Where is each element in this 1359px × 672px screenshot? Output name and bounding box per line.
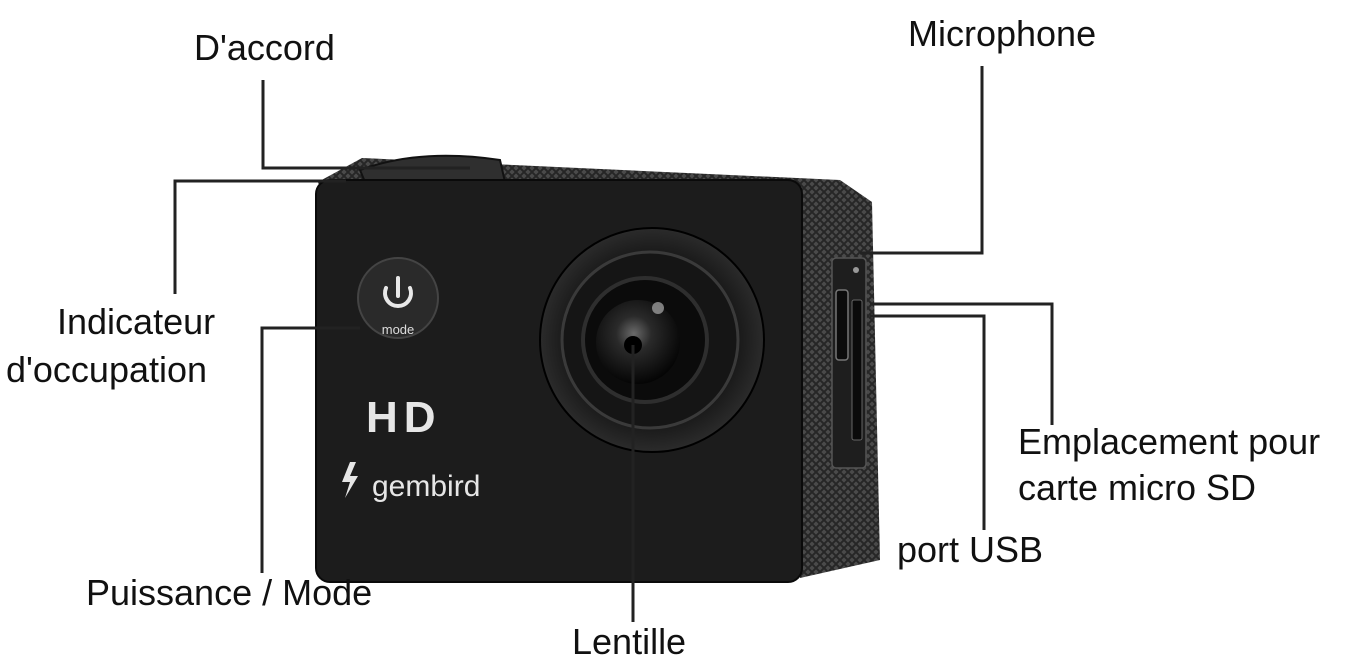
- hd-text: HD: [366, 393, 442, 442]
- label-usb-port: port USB: [897, 529, 1044, 570]
- gembird-bolt-icon: [342, 462, 358, 498]
- label-sd-slot-line2: carte micro SD: [1018, 467, 1257, 508]
- label-lens: Lentille: [572, 621, 687, 662]
- leader-line-sd-slot: [870, 302, 1054, 425]
- leader-line-usb: [870, 314, 986, 530]
- label-ok-button: D'accord: [194, 27, 335, 68]
- label-power-mode: Puissance / Mode: [86, 572, 373, 613]
- label-busy-indicator-line2: d'occupation: [6, 349, 208, 390]
- usb-port: [835, 289, 849, 361]
- leader-line-microphone: [860, 66, 984, 255]
- mode-button-text: mode: [382, 322, 415, 337]
- leader-line-busy-indicator: [173, 179, 346, 294]
- leader-line-ok-button: [261, 80, 470, 170]
- brand-text: gembird: [372, 470, 480, 503]
- microphone-hole: [853, 267, 859, 273]
- label-sd-slot-line1: Emplacement pour: [1018, 421, 1321, 462]
- power-icon: [383, 276, 413, 308]
- sd-card-slot: [851, 299, 863, 441]
- lens-reflection: [652, 302, 664, 314]
- label-microphone: Microphone: [908, 13, 1097, 54]
- label-busy-indicator-line1: Indicateur: [57, 301, 216, 342]
- leader-line-power-mode: [260, 326, 360, 573]
